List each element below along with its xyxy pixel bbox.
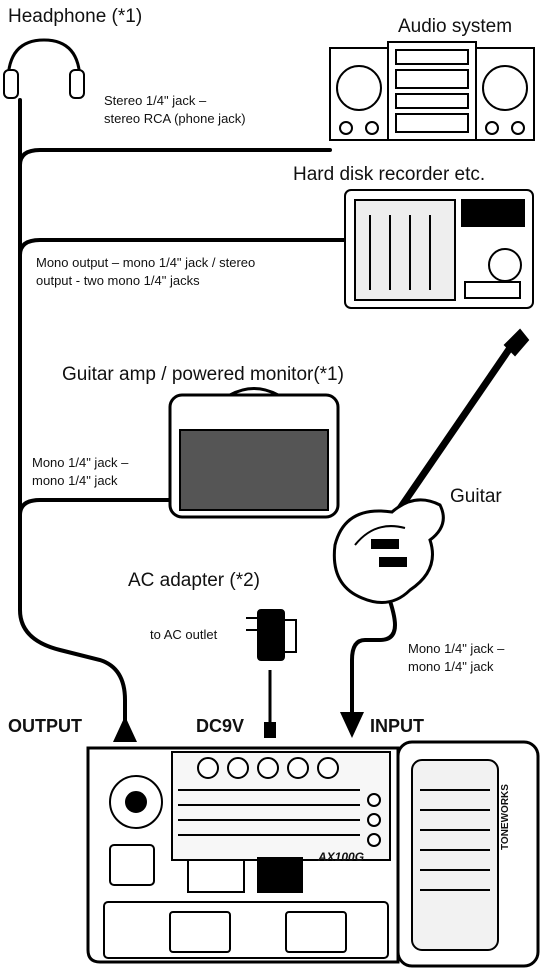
ac-adapter-icon xyxy=(246,609,297,661)
cable-trunk xyxy=(18,98,347,722)
amp-cable-line2: mono 1/4" jack xyxy=(32,473,118,488)
recorder-cable-line1: Mono output – mono 1/4" jack / stereo xyxy=(36,255,256,270)
guitar-amp-icon xyxy=(168,387,340,519)
amp-cable-line1: Mono 1/4" jack – xyxy=(32,455,129,470)
guitar-cable-line2: mono 1/4" jack xyxy=(408,659,494,674)
guitar-amp-label: Guitar amp / powered monitor(*1) xyxy=(62,364,344,385)
audio-system-icon xyxy=(329,41,535,141)
guitar-icon xyxy=(332,328,530,604)
dc9v-label: DC9V xyxy=(196,716,245,736)
recorder-cable-line2: output - two mono 1/4" jacks xyxy=(36,273,200,288)
guitar-cable-line1: Mono 1/4" jack – xyxy=(408,641,505,656)
output-arrow-icon xyxy=(113,716,137,742)
audio-system-label: Audio system xyxy=(398,16,513,37)
hard-disk-recorder-label: Hard disk recorder etc. xyxy=(293,164,486,185)
headphone-cable-line1: Stereo 1/4" jack – xyxy=(104,93,207,108)
headphone-label: Headphone (*1) xyxy=(8,6,143,27)
hard-disk-recorder-icon xyxy=(344,189,534,309)
effects-pedal-icon xyxy=(86,740,540,968)
headphone-icon xyxy=(3,38,85,99)
ac-outlet-label: to AC outlet xyxy=(150,627,218,642)
guitar-label: Guitar xyxy=(450,486,502,507)
input-label: INPUT xyxy=(370,716,424,736)
headphone-cable-line2: stereo RCA (phone jack) xyxy=(104,111,246,126)
ac-adapter-label: AC adapter (*2) xyxy=(128,570,261,591)
brand-label: TONEWORKS xyxy=(500,784,511,850)
dc-plug-icon xyxy=(264,670,276,738)
input-cable xyxy=(350,594,398,715)
output-label: OUTPUT xyxy=(8,716,82,736)
input-arrow-icon xyxy=(340,712,364,738)
model-label: AX100G xyxy=(318,850,365,864)
